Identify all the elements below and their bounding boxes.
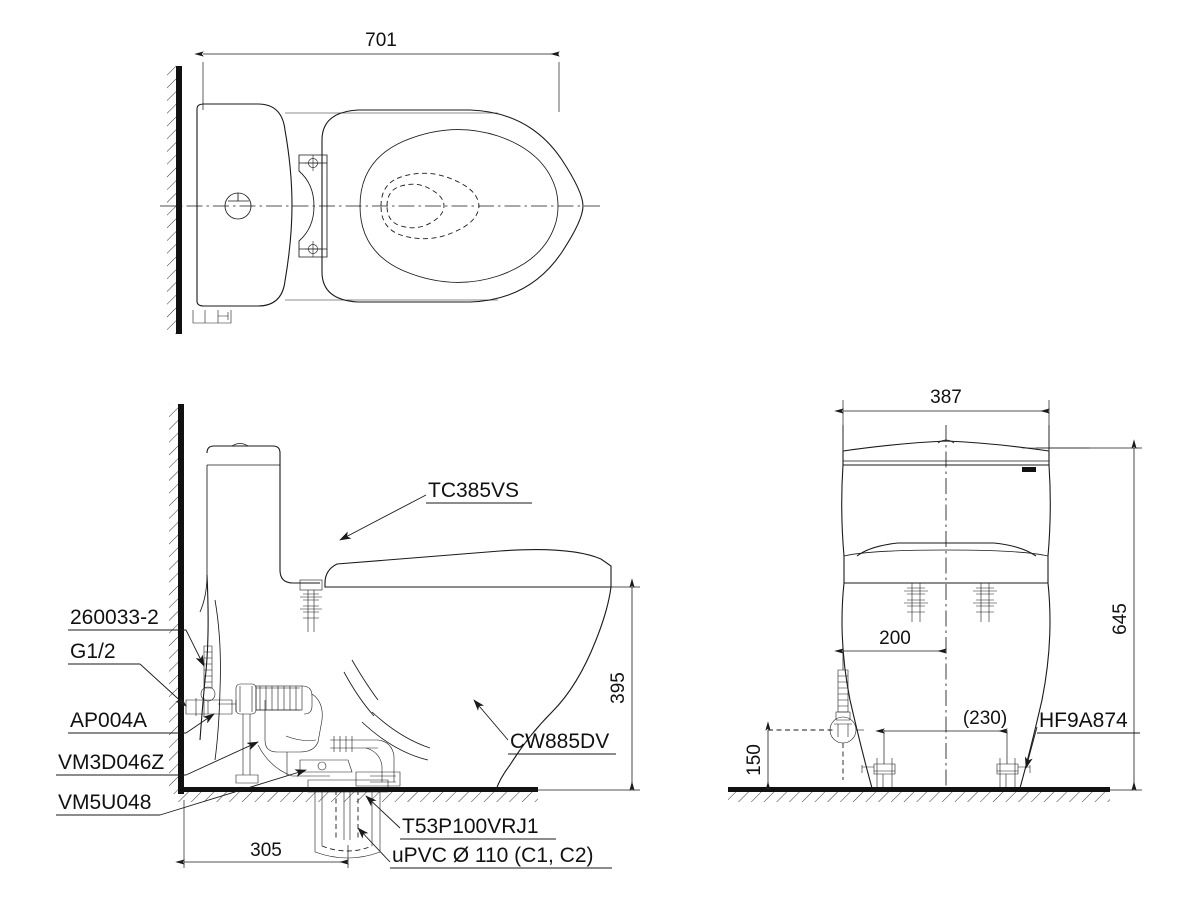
dimension-overall-width-text: 387 — [930, 387, 962, 408]
callout-floor-bolt: HF9A874 — [1024, 709, 1140, 769]
side-view-tank — [199, 443, 320, 613]
dimension-supply-height: 150 — [744, 721, 836, 791]
front-view-floor — [728, 787, 1110, 802]
callout-angle-valve-text: AP004A — [70, 709, 147, 732]
hinge-bolt-lower — [305, 241, 321, 257]
dimension-bolt-spacing: (230) — [875, 708, 1008, 764]
callout-supply-part-text: 260033-2 — [70, 606, 159, 629]
side-view-group: TC385VS CW885DV 260033-2 G1/2 — [56, 404, 640, 869]
side-view-outlet — [330, 736, 401, 787]
callout-floor-bolt-text: HF9A874 — [1039, 709, 1128, 732]
top-view-floor-bracket — [192, 310, 232, 324]
side-view-supply — [185, 645, 237, 716]
side-view-wall — [169, 404, 184, 794]
top-view-tank — [196, 103, 293, 307]
dimension-overall-width: 387 — [834, 387, 1050, 450]
callout-pan-connector-text: T53P100VRJ1 — [402, 815, 539, 838]
callout-bowl-model: CW885DV — [473, 699, 616, 755]
side-view-waste-pipe — [307, 779, 389, 859]
callout-thread-spec: G1/2 — [68, 640, 187, 707]
dimension-supply-height-text: 150 — [744, 744, 765, 776]
dimension-bolt-spacing-text: (230) — [963, 708, 1007, 729]
callout-seat-model-text: TC385VS — [428, 479, 519, 502]
dimension-rough-in-text: 305 — [250, 840, 282, 861]
top-view-group: 701 — [160, 30, 600, 334]
callout-seat-model: TC385VS — [339, 479, 532, 541]
callout-waste-pipe-text: uPVC Ø 110 (C1, C2) — [392, 844, 594, 867]
side-view-seat — [324, 549, 612, 588]
dimension-overall-depth: 701 — [194, 30, 560, 112]
callout-supply-part: 260033-2 — [68, 606, 205, 667]
callout-angle-valve: AP004A — [68, 709, 215, 734]
dimension-overall-depth-text: 701 — [365, 30, 397, 51]
dimension-supply-offset-text: 200 — [879, 628, 911, 649]
side-view-internals — [235, 683, 401, 787]
front-view-group: HF9A874 387 645 200 — [728, 387, 1142, 802]
side-view-seat-bolt — [299, 579, 323, 632]
dimension-rough-in: 305 — [175, 800, 349, 868]
callout-thread-spec-text: G1/2 — [70, 640, 116, 663]
front-view-seat-bolt-left — [904, 583, 928, 622]
top-view-hinge-plate — [298, 154, 328, 258]
front-view-seat-bolt-right — [973, 583, 997, 622]
dimension-overall-height: 645 — [1036, 439, 1142, 791]
dimension-seat-height-text: 395 — [608, 672, 629, 704]
side-view-bowl — [343, 586, 612, 791]
side-view-floor — [178, 787, 538, 802]
callout-bowl-model-text: CW885DV — [510, 730, 609, 753]
front-view-seat-bolts — [904, 583, 997, 622]
callout-waste-pipe: uPVC Ø 110 (C1, C2) — [357, 827, 612, 869]
front-view-floor-bolt-right — [996, 758, 1031, 788]
side-view-fill-valve — [235, 714, 259, 784]
callout-gasket-part-text: VM3D046Z — [58, 751, 164, 774]
callout-pan-connector: T53P100VRJ1 — [365, 795, 556, 840]
front-view-seat — [843, 542, 1049, 584]
front-view-floor-bolt-left — [861, 758, 896, 788]
hinge-bolt-upper — [305, 155, 321, 171]
dimension-overall-height-text: 645 — [1110, 603, 1131, 635]
side-view-flush-valve — [257, 693, 353, 777]
side-view-flex-hose — [235, 683, 313, 715]
callout-seal-part-text: VM5U048 — [58, 791, 151, 814]
front-view-tank — [841, 425, 1090, 557]
dimension-supply-offset: 200 — [834, 628, 947, 670]
dimension-seat-height: 395 — [496, 578, 640, 791]
top-view-wall — [167, 66, 182, 334]
callout-gasket-part: VM3D046Z — [56, 741, 259, 776]
